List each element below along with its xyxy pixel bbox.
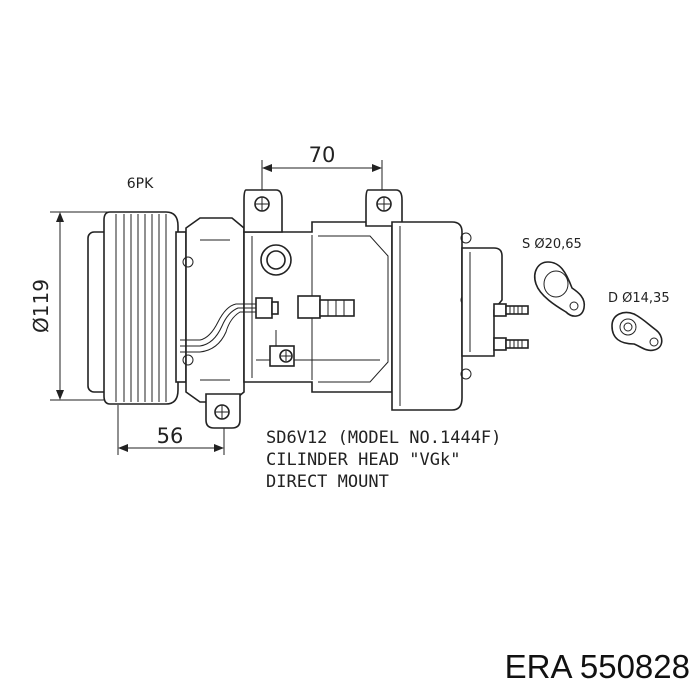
suction-gasket: S Ø20,65: [522, 237, 586, 317]
belt-type-label: 6PK: [127, 176, 154, 192]
dimension-70: 70: [261, 143, 383, 190]
mounting-studs: [493, 303, 529, 351]
pulley: [87, 211, 187, 405]
dim-bottom-label: 56: [157, 424, 184, 448]
dimension-diameter-119: Ø119: [29, 211, 108, 401]
compressor-body: [180, 189, 529, 429]
dim-left-label: Ø119: [29, 279, 53, 333]
discharge-label: D Ø14,35: [608, 291, 670, 306]
note-line-mount: DIRECT MOUNT: [266, 472, 389, 492]
part-code: ERA 550828: [505, 648, 690, 685]
spec-notes: SD6V12 (MODEL NO.1444F) CILINDER HEAD "V…: [266, 428, 501, 492]
note-line-head: CILINDER HEAD "VGk": [266, 450, 460, 470]
note-line-model: SD6V12 (MODEL NO.1444F): [266, 428, 501, 448]
dimension-56: 56: [117, 405, 225, 455]
discharge-gasket: D Ø14,35: [608, 291, 670, 352]
suction-label: S Ø20,65: [522, 237, 582, 252]
dim-top-label: 70: [309, 143, 336, 167]
